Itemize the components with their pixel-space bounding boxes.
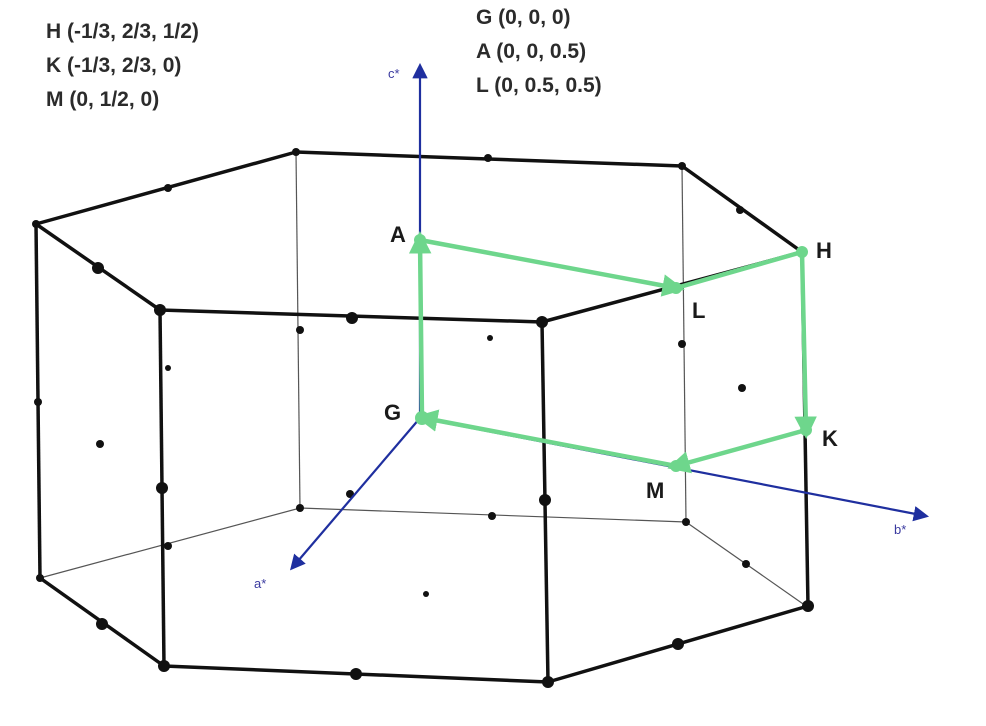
path-segment-G-A: [408, 231, 432, 421]
point-G-marker: [415, 411, 429, 425]
coord-M: M (0, 1/2, 0): [46, 88, 159, 111]
edge-midpoint-dot: [742, 560, 750, 568]
edge-midpoint-dot: [350, 668, 362, 680]
edge-midpoint-dot: [296, 326, 304, 334]
edge-midpoint-dot: [682, 518, 690, 526]
label-G: G: [384, 400, 401, 425]
a-axis: [290, 417, 421, 571]
vertex-dot: [154, 304, 166, 316]
edge-midpoint-dot: [484, 154, 492, 162]
face-center-dot: [738, 384, 746, 392]
face-center-dot: [423, 591, 429, 597]
edge-midpoint-dot: [156, 482, 168, 494]
point-H-marker: [796, 246, 808, 258]
coords-left-block: H (-1/3, 2/3, 1/2) K (-1/3, 2/3, 0) M (0…: [46, 20, 199, 111]
vertex-dot: [292, 148, 300, 156]
edge-midpoint-dot: [34, 398, 42, 406]
symmetry-path: [408, 231, 817, 474]
coord-G: G (0, 0, 0): [476, 6, 571, 29]
coord-K: K (-1/3, 2/3, 0): [46, 54, 181, 77]
vertex-dot: [158, 660, 170, 672]
point-L-marker: [670, 282, 682, 294]
coord-A: A (0, 0, 0.5): [476, 40, 586, 63]
edge-midpoint-dot: [678, 340, 686, 348]
label-K: K: [822, 426, 838, 451]
vertex-dot: [802, 600, 814, 612]
symmetry-points: [414, 234, 812, 472]
surface-dots: [32, 148, 814, 688]
coord-H: H (-1/3, 2/3, 1/2): [46, 20, 199, 43]
path-segment-K-M: [667, 427, 809, 474]
edge-midpoint-dot: [296, 504, 304, 512]
vertex-dot: [536, 316, 548, 328]
point-K-marker: [800, 424, 812, 436]
edge-midpoint-dot: [346, 312, 358, 324]
edge-midpoint-dot: [488, 512, 496, 520]
label-H: H: [816, 238, 832, 263]
label-M: M: [646, 478, 664, 503]
label-L: L: [692, 298, 705, 323]
path-segment-A-L: [417, 237, 685, 297]
edge-midpoint-dot: [539, 494, 551, 506]
vertex-dot: [542, 676, 554, 688]
axis-label-c: c*: [388, 66, 400, 81]
vertex-dot: [32, 220, 40, 228]
path-segment-M-G: [415, 409, 679, 469]
axis-label-b: b*: [894, 522, 906, 537]
vertex-dot: [678, 162, 686, 170]
face-center-dot: [487, 335, 493, 341]
path-segment-L-H: [673, 249, 805, 291]
face-center-dot: [165, 365, 171, 371]
edge-midpoint-dot: [736, 206, 744, 214]
coords-right-block: G (0, 0, 0) A (0, 0, 0.5) L (0, 0.5, 0.5…: [476, 6, 602, 97]
path-segment-H-K: [794, 249, 817, 439]
coord-L: L (0, 0.5, 0.5): [476, 74, 602, 97]
edge-midpoint-dot: [164, 184, 172, 192]
edge-midpoint-dot: [96, 618, 108, 630]
axis-label-a: a*: [254, 576, 266, 591]
label-A: A: [390, 222, 406, 247]
point-M-marker: [670, 460, 682, 472]
vertex-dot: [36, 574, 44, 582]
point-A-marker: [414, 234, 426, 246]
edge-midpoint-dot: [672, 638, 684, 650]
face-center-dot: [96, 440, 104, 448]
edge-midpoint-dot: [92, 262, 104, 274]
edge-midpoint-dot: [164, 542, 172, 550]
